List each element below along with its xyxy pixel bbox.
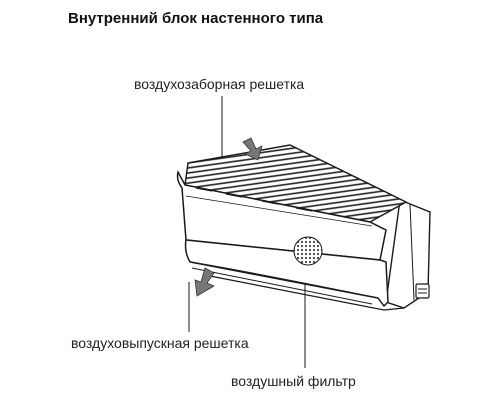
top-grille-surface (184, 144, 408, 223)
air-intake-grille-label: воздухозаборная решетка (134, 76, 305, 92)
front-louver-marks (195, 187, 347, 218)
unit-right-side (385, 199, 431, 309)
pipe-connector (415, 283, 430, 299)
unit-side-edge (409, 203, 415, 301)
air-outlet-grille-label: воздуховыпускная решетка (71, 335, 249, 351)
front-panel-highlight (185, 195, 373, 227)
page-title: Внутренний блок настенного типа (68, 10, 324, 27)
air-filter-label: воздушный фильтр (231, 373, 356, 389)
air-outlet-arrow (194, 267, 215, 297)
bottom-edge (209, 275, 405, 311)
air-filter-mesh (293, 236, 323, 266)
air-intake-arrow (242, 137, 263, 161)
front-panel (176, 169, 387, 261)
outlet-grille-slot (189, 261, 379, 299)
